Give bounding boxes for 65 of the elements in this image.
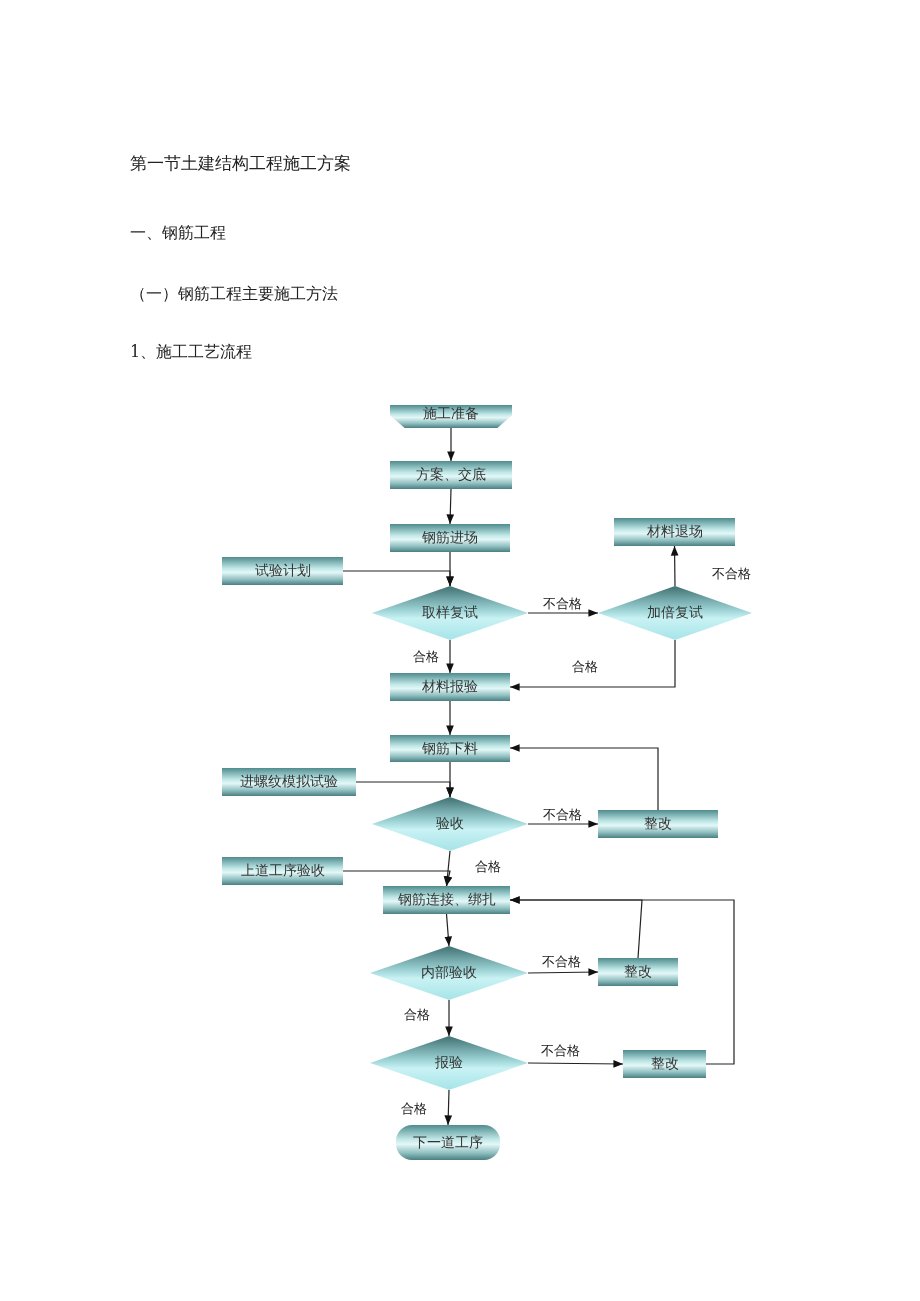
section-title: 第一节土建结构工程施工方案 (130, 152, 351, 175)
heading-text: （一）钢筋工程主要施工方法 (130, 284, 338, 305)
node-text: 材料报验 (422, 679, 478, 695)
node-text: 钢筋进场 (422, 530, 478, 546)
node-text: 内部验收 (421, 965, 477, 981)
node-text: 下一道工序 (413, 1134, 483, 1151)
arrow (444, 1089, 453, 1126)
node-text: 验收 (436, 816, 464, 832)
node-text: 钢筋下料 (422, 740, 478, 757)
arrow (447, 427, 455, 462)
node-text: 材料退场 (646, 524, 703, 540)
arrow (670, 545, 679, 587)
arrow (509, 896, 735, 1065)
process-box (598, 958, 678, 986)
arrow (509, 639, 676, 691)
start-box (390, 405, 512, 428)
process-box (598, 810, 718, 838)
heading-text: 1、施工工艺流程 (130, 342, 253, 363)
node-text: 施工准备 (423, 406, 479, 422)
edge-label: 不合格 (539, 1043, 581, 1059)
edge-label: 不合格 (541, 596, 583, 612)
arrow (527, 968, 599, 976)
arrow (446, 700, 454, 736)
terminal-box (396, 1125, 500, 1160)
arrow (527, 1060, 624, 1068)
node-text: 取样复试 (422, 605, 478, 621)
node-text: 上道工序验收 (240, 863, 325, 879)
edge-label: 不合格 (540, 954, 582, 970)
process-box (222, 768, 356, 796)
heading-text: 一、钢筋工程 (130, 223, 226, 244)
process-box (390, 524, 510, 552)
arrow (342, 870, 453, 887)
process-box (623, 1050, 706, 1078)
edge-label: 合格 (412, 649, 440, 665)
arrow (444, 913, 453, 947)
node-text: 整改 (650, 1056, 679, 1072)
edge-label: 合格 (400, 1101, 428, 1117)
node-text: 报验 (435, 1055, 463, 1071)
node-text: 进螺纹模拟试验 (240, 774, 338, 790)
arrow (527, 609, 599, 617)
arrow (446, 488, 455, 525)
arrow (342, 570, 454, 587)
node-text: 方案、交底 (416, 467, 486, 483)
edge-label: 不合格 (710, 566, 752, 582)
process-box (390, 673, 510, 701)
process-box (614, 518, 735, 546)
process-box (390, 461, 512, 489)
arrow (527, 820, 599, 828)
arrow (446, 639, 454, 674)
edge-label: 合格 (474, 859, 502, 875)
process-box (222, 857, 343, 885)
arrow (445, 999, 453, 1037)
node-text: 整改 (644, 816, 672, 832)
edge-label: 合格 (403, 1007, 431, 1023)
process-box (390, 735, 510, 762)
arrow (355, 781, 454, 798)
node-text: 整改 (624, 964, 652, 980)
node-text: 钢筋连接、绑扎 (397, 892, 496, 908)
node-text: 加倍复试 (647, 605, 703, 621)
process-box (222, 557, 343, 585)
node-text: 试验计划 (254, 563, 311, 579)
edge-label: 不合格 (541, 807, 583, 823)
arrow (509, 744, 659, 811)
process-box (383, 886, 510, 914)
edge-label: 合格 (571, 659, 599, 675)
